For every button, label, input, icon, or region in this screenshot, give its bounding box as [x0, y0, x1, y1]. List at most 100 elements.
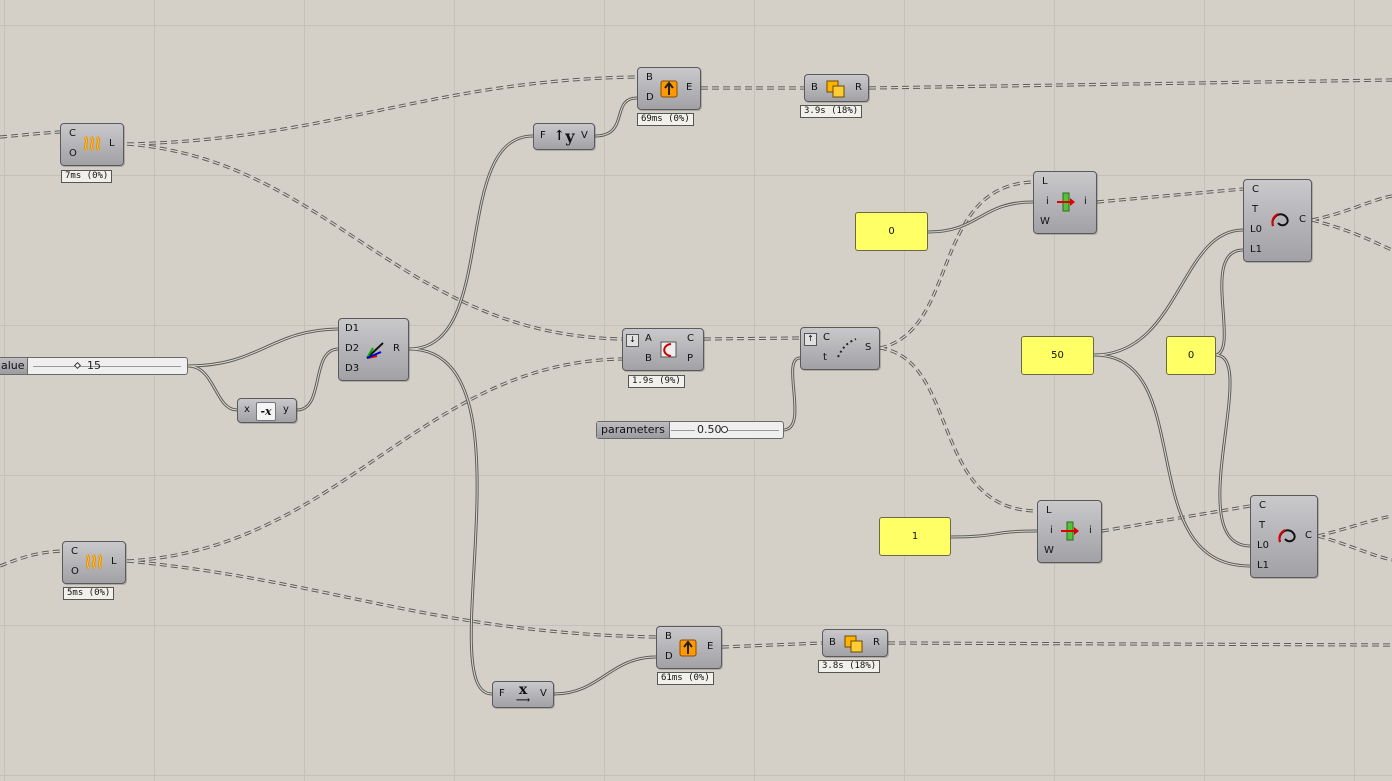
output-port-l[interactable]: L [111, 556, 117, 567]
input-port-t[interactable]: t [823, 352, 827, 363]
vector-y-icon: ↑y [553, 126, 575, 146]
slider-track[interactable] [33, 366, 181, 367]
input-port-f[interactable]: F [499, 688, 505, 699]
input-port-d[interactable]: D [665, 651, 673, 662]
merge-boxes-icon [825, 78, 847, 100]
field-component-bottom[interactable]: C O L [62, 541, 126, 584]
input-port-l[interactable]: L [1046, 505, 1052, 516]
input-port-d3[interactable]: D3 [345, 363, 360, 374]
panel-value-1[interactable]: 1 [879, 517, 951, 556]
input-port-o[interactable]: O [69, 148, 77, 159]
input-port-i[interactable]: i [1046, 196, 1049, 207]
output-port-c[interactable]: C [687, 333, 694, 344]
profiler-label: 3.8s (18%) [818, 660, 881, 673]
input-port-d2[interactable]: D2 [345, 343, 360, 354]
arc-curve-icon [1275, 524, 1299, 548]
output-port-p[interactable]: P [687, 353, 694, 364]
input-port-x[interactable]: x [244, 404, 250, 415]
output-port-l[interactable]: L [109, 138, 115, 149]
arc-curve-icon [1268, 208, 1292, 232]
input-port-l0[interactable]: L0 [1250, 224, 1262, 235]
input-port-b[interactable]: B [665, 631, 672, 642]
output-port-i[interactable]: i [1084, 196, 1087, 207]
construct-point-icon [363, 338, 387, 362]
list-item-component-bottom[interactable]: L i W i [1037, 500, 1102, 563]
slider-value: 0.50 [695, 422, 724, 438]
evaluate-curve-component[interactable]: ↑ C t S [800, 327, 880, 370]
output-port-y[interactable]: y [283, 404, 289, 415]
input-port-w[interactable]: W [1040, 216, 1050, 227]
slider-label: parameters [597, 422, 670, 438]
slider-knob[interactable] [73, 361, 82, 370]
input-port-t[interactable]: T [1259, 520, 1266, 531]
output-port-c[interactable]: C [1299, 214, 1306, 225]
profiler-label: 3.9s (18%) [800, 105, 863, 118]
input-port-l1[interactable]: L1 [1257, 560, 1269, 571]
output-port-i[interactable]: i [1089, 525, 1092, 536]
profiler-label: 61ms (0%) [657, 672, 714, 685]
input-port-b[interactable]: B [829, 637, 836, 648]
input-port-a[interactable]: A [645, 333, 652, 344]
unit-y-component[interactable]: F ↑y V [533, 123, 595, 150]
output-port-r[interactable]: R [393, 343, 400, 354]
graft-arrow-icon[interactable]: ↑ [804, 333, 817, 346]
wave-field-icon [81, 134, 103, 156]
input-port-c[interactable]: C [823, 332, 830, 343]
input-port-c[interactable]: C [1259, 500, 1266, 511]
number-slider-value[interactable]: alue 15 [0, 357, 188, 375]
shift-up-icon [658, 78, 680, 100]
output-port-e[interactable]: E [686, 82, 693, 93]
negative-component[interactable]: x -x y [237, 398, 297, 423]
merge-component-top[interactable]: B R [804, 74, 869, 102]
shift-component-top[interactable]: B D E [637, 67, 701, 110]
input-port-b[interactable]: B [645, 353, 652, 364]
input-port-f[interactable]: F [540, 130, 546, 141]
panel-value-50[interactable]: 50 [1021, 336, 1094, 375]
wave-field-icon [83, 552, 105, 574]
list-item-component-top[interactable]: L i W i [1033, 171, 1097, 234]
input-port-c[interactable]: C [69, 128, 76, 139]
merge-component-bottom[interactable]: B R [822, 629, 888, 657]
curve-closest-icon [657, 339, 679, 361]
flatten-arrow-icon[interactable]: ↓ [626, 334, 639, 347]
profiler-label: 5ms (0%) [63, 587, 115, 600]
input-port-b[interactable]: B [811, 82, 818, 93]
construct-point-component[interactable]: D1 D2 D3 R [338, 318, 409, 381]
unit-x-component[interactable]: F x⟶ V [492, 681, 554, 708]
panel-value-0-right[interactable]: 0 [1166, 336, 1216, 375]
list-item-icon [1058, 521, 1082, 541]
output-port-r[interactable]: R [873, 637, 880, 648]
negative-icon: -x [256, 402, 276, 421]
number-slider-parameters[interactable]: parameters 0.50 [596, 421, 784, 439]
input-port-l1[interactable]: L1 [1250, 244, 1262, 255]
input-port-i[interactable]: i [1050, 525, 1053, 536]
input-port-b[interactable]: B [646, 72, 653, 83]
input-port-c[interactable]: C [71, 546, 78, 557]
list-item-icon [1054, 192, 1078, 212]
input-port-d[interactable]: D [646, 92, 654, 103]
input-port-w[interactable]: W [1044, 545, 1054, 556]
arc-component-bottom[interactable]: C T L0 L1 C [1250, 495, 1318, 578]
merge-boxes-icon [843, 633, 865, 655]
output-port-s[interactable]: S [865, 342, 872, 353]
profiler-label: 1.9s (9%) [628, 375, 685, 388]
output-port-e[interactable]: E [707, 641, 714, 652]
slider-knob[interactable] [721, 426, 728, 433]
output-port-v[interactable]: V [581, 130, 588, 141]
shift-component-bottom[interactable]: B D E [656, 626, 722, 669]
input-port-t[interactable]: T [1252, 204, 1259, 215]
output-port-c[interactable]: C [1305, 530, 1312, 541]
input-port-d1[interactable]: D1 [345, 323, 360, 334]
input-port-c[interactable]: C [1252, 184, 1259, 195]
input-port-l0[interactable]: L0 [1257, 540, 1269, 551]
output-port-v[interactable]: V [540, 688, 547, 699]
arc-component-top[interactable]: C T L0 L1 C [1243, 179, 1312, 262]
input-port-o[interactable]: O [71, 566, 79, 577]
curve-closest-component[interactable]: ↓ A B C P [622, 328, 704, 371]
input-port-l[interactable]: L [1042, 176, 1048, 187]
field-component-top[interactable]: C O L [60, 123, 124, 166]
panel-value-0-top[interactable]: 0 [855, 212, 928, 251]
output-port-r[interactable]: R [855, 82, 862, 93]
